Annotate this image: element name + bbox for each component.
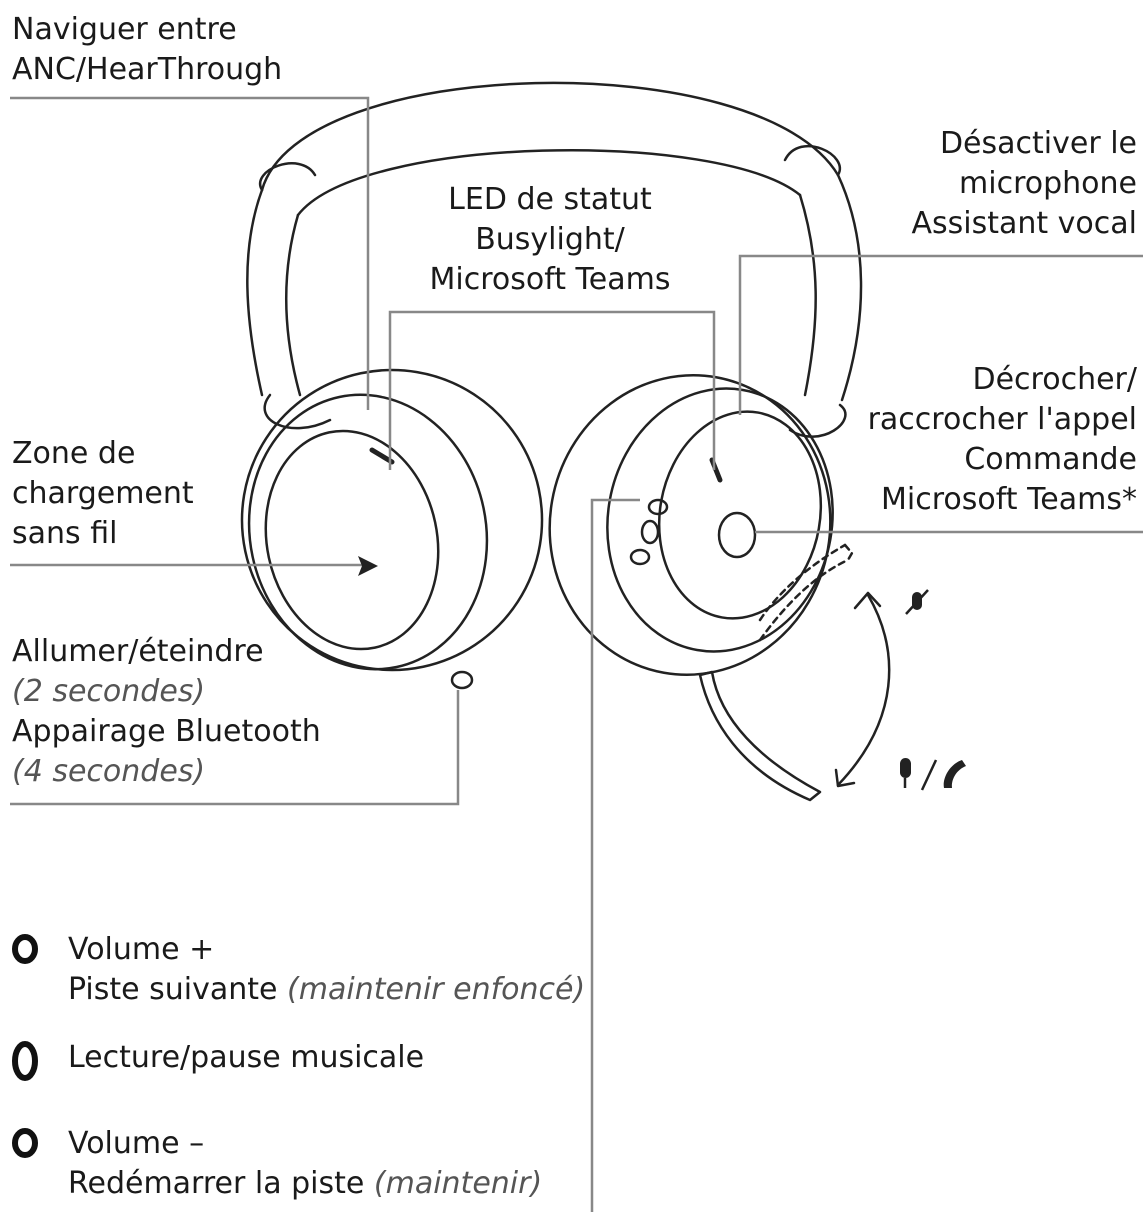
microphone-muted-icon [905,589,929,615]
charging-leader-arrowhead [358,556,378,576]
volume-down-legend-item: Volume – Redémarrer la piste (maintenir) [10,1124,542,1204]
next-track-note: (maintenir enfoncé) [287,972,586,1007]
left-ear-cup [240,368,544,690]
buttons-leader-line [590,498,640,1212]
power-on-off-text: Allumer/éteindre [12,634,264,669]
bluetooth-pairing-text: Appairage Bluetooth [12,714,321,749]
play-pause-legend-item: Lecture/pause musicale [10,1038,424,1082]
pairing-duration-note: (4 secondes) [12,754,206,789]
power-duration-note: (2 secondes) [12,674,206,709]
leader-lines [10,96,1143,1212]
volume-up-text: Volume + [68,932,215,967]
next-track-text: Piste suivante [68,972,288,1007]
right-ear-cup [548,374,847,676]
tall-oval-button-icon [12,1041,38,1081]
restart-track-note: (maintenir) [373,1166,543,1201]
led-leader-line [388,310,716,470]
status-led-label: LED de statut Busylight/ Microsoft Teams [429,182,671,297]
mute-microphone-label: Désactiver le microphone Assistant vocal [911,126,1137,241]
power-leader-line [10,690,460,806]
restart-track-text: Redémarrer la piste [68,1166,374,1201]
microphone-boom [698,543,891,802]
volume-up-legend-item: Volume + Piste suivante (maintenir enfon… [10,930,585,1010]
anc-toggle-label: Naviguer entre ANC/HearThrough [12,12,283,87]
play-pause-text: Lecture/pause musicale [68,1040,425,1075]
small-oval-button-icon [12,934,38,964]
mute-leader-line [738,254,1143,415]
anc-leader-line [10,96,370,410]
small-oval-button-icon [12,1128,38,1158]
volume-down-text: Volume – [68,1126,205,1161]
answer-end-call-label: Décrocher/ raccrocher l'appel Commande M… [867,362,1137,517]
wireless-charging-label: Zone de chargement sans fil [12,436,194,551]
headband [246,81,863,402]
microphone-and-call-icon [900,758,966,791]
power-pairing-label: Allumer/éteindre (2 secondes) Appairage … [12,632,321,792]
